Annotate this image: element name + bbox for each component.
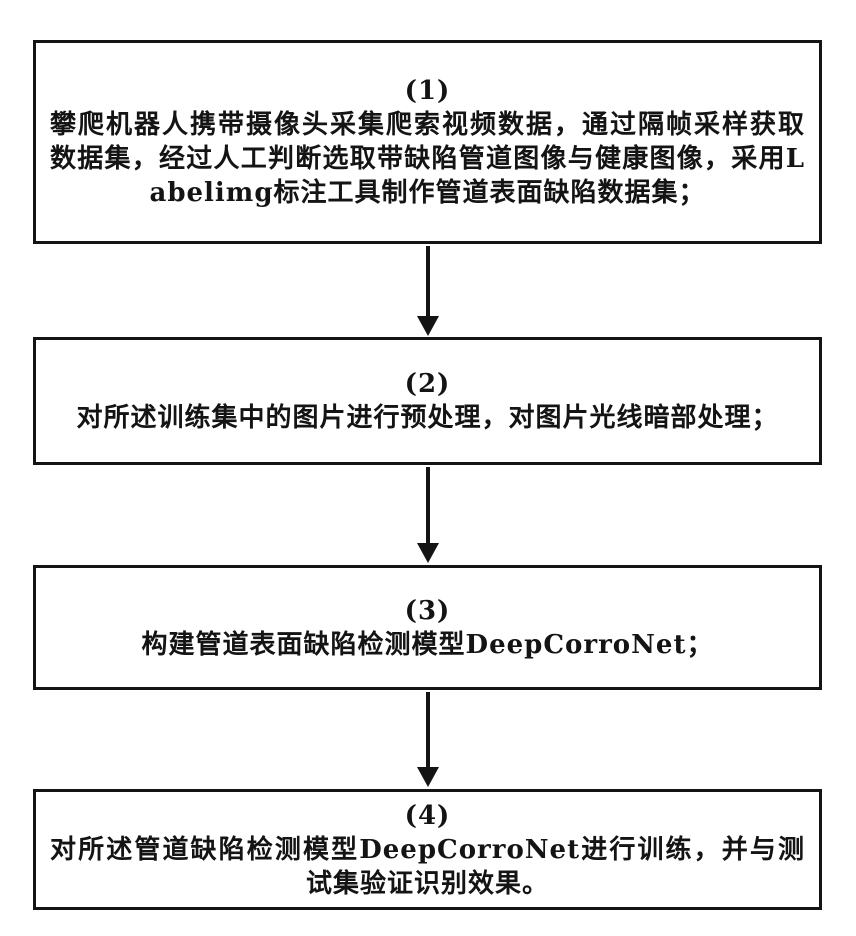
step-text-4: 对所述管道缺陷检测模型DeepCorroNet进行训练，并与测试集验证识别效果。 (50, 834, 805, 899)
arrow-line (426, 692, 430, 767)
step-box-3: (3) 构建管道表面缺陷检测模型DeepCorroNet； (33, 565, 822, 690)
step-number-2: (2) (404, 369, 451, 399)
arrow-line (426, 246, 430, 316)
step-number-1: (1) (404, 76, 451, 106)
down-arrow-1 (417, 246, 439, 336)
step-text-1: 攀爬机器人携带摄像头采集爬索视频数据，通过隔帧采样获取数据集，经过人工判断选取带… (50, 110, 805, 208)
arrowhead-down-icon (417, 316, 439, 336)
step-text-3: 构建管道表面缺陷检测模型DeepCorroNet； (141, 629, 714, 660)
down-arrow-3 (417, 692, 439, 787)
step-number-3: (3) (404, 595, 451, 626)
arrowhead-down-icon (417, 767, 439, 787)
step-box-1: (1) 攀爬机器人携带摄像头采集爬索视频数据，通过隔帧采样获取数据集，经过人工判… (33, 40, 822, 244)
step-text-2: 对所述训练集中的图片进行预处理，对图片光线暗部处理； (76, 403, 779, 433)
arrowhead-down-icon (417, 543, 439, 563)
step-box-2: (2) 对所述训练集中的图片进行预处理，对图片光线暗部处理； (33, 337, 822, 465)
arrow-line (426, 467, 430, 543)
step-box-4: (4) 对所述管道缺陷检测模型DeepCorroNet进行训练，并与测试集验证识… (33, 789, 822, 910)
down-arrow-2 (417, 467, 439, 563)
step-number-4: (4) (404, 800, 451, 831)
